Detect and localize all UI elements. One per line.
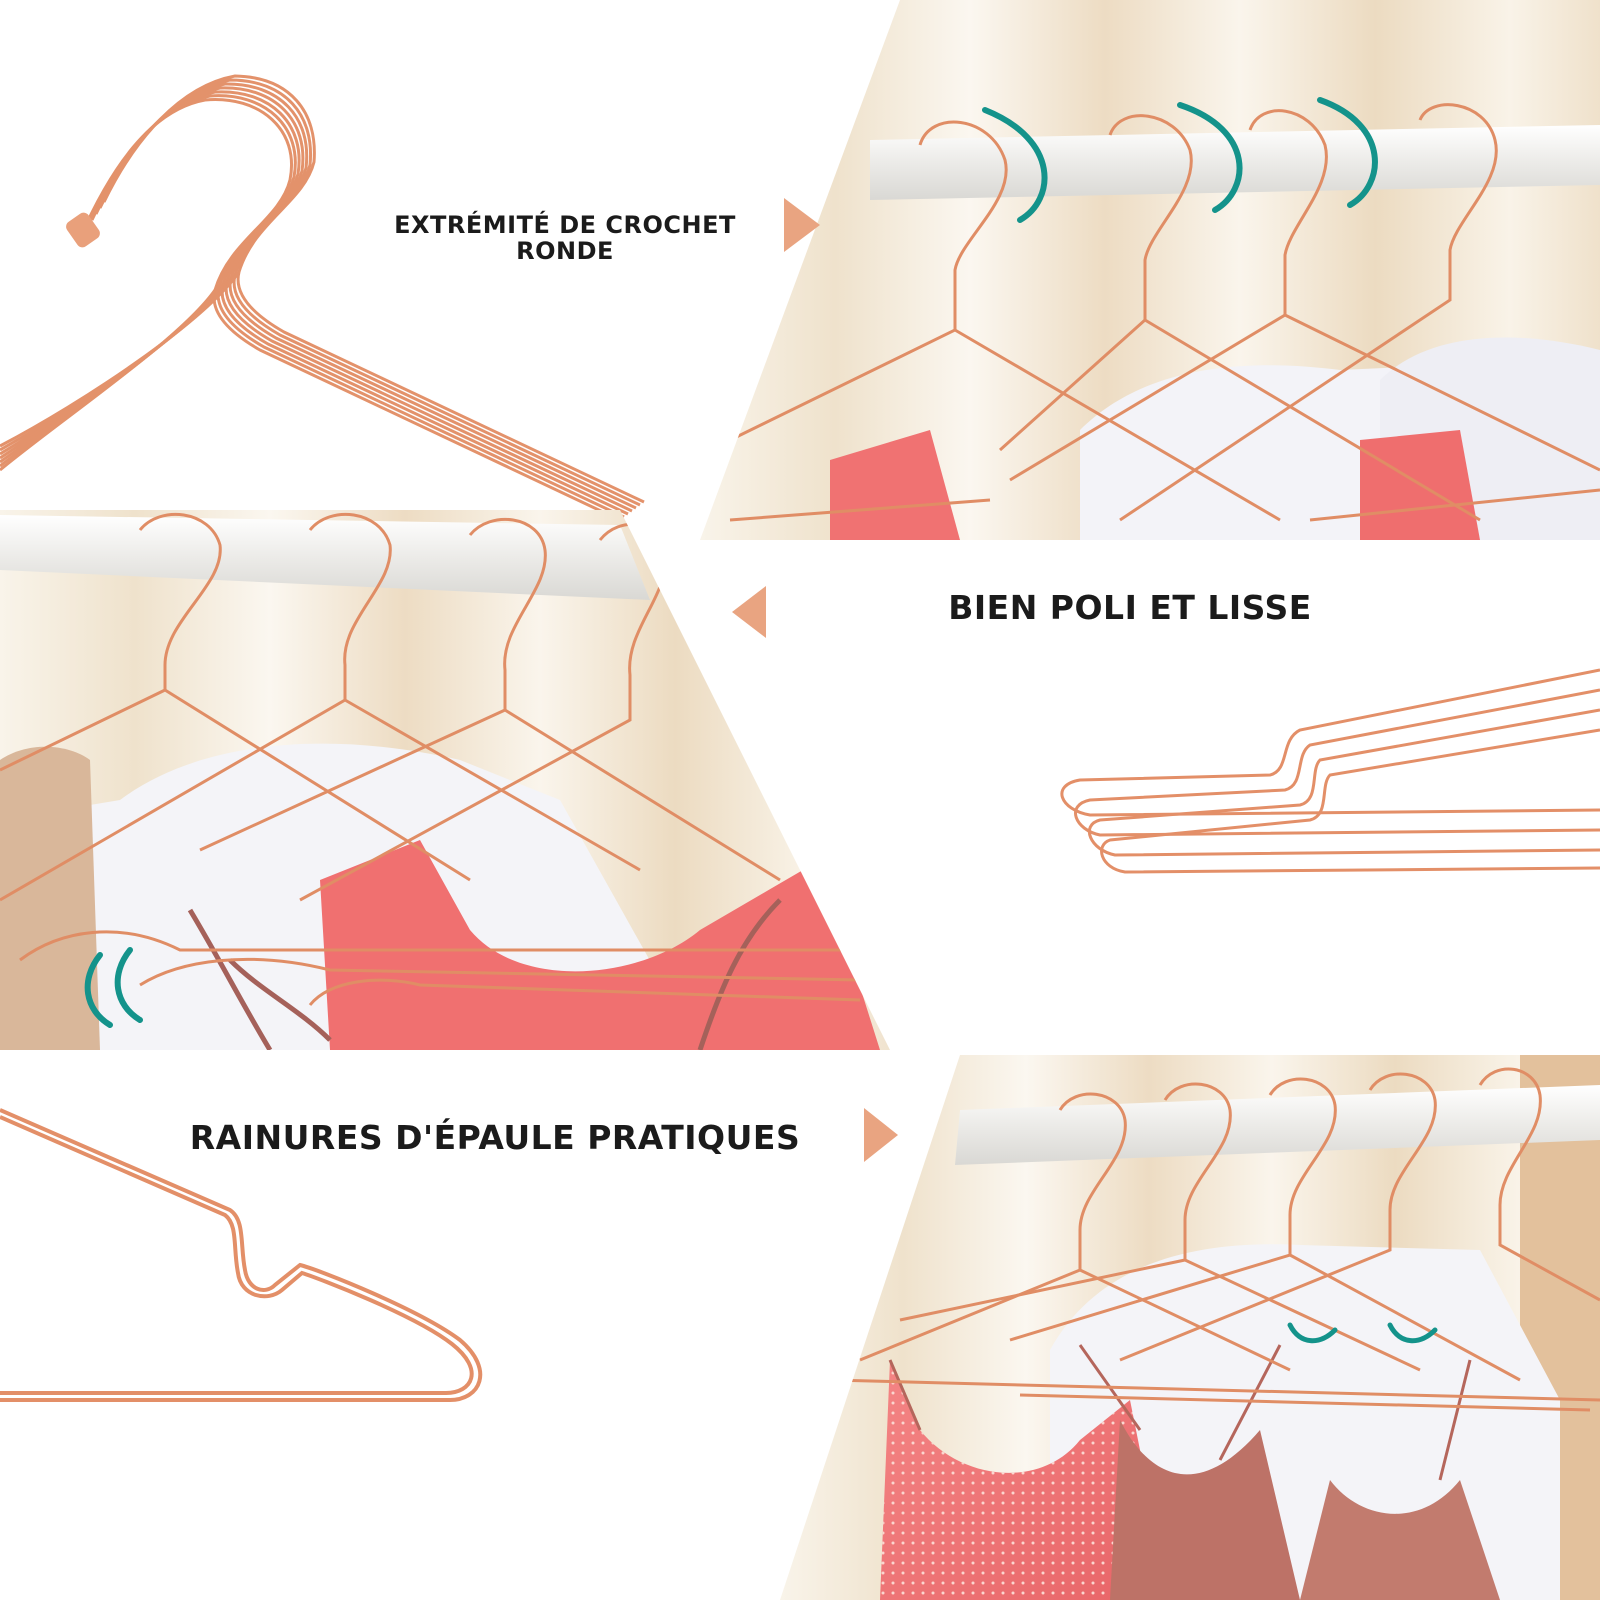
stacked-hangers-image <box>0 74 645 522</box>
smooth-hanger-image <box>1060 668 1600 874</box>
play-arrow-left-icon <box>732 586 766 638</box>
round-hook-label-line2: RONDE <box>516 237 614 265</box>
shoulder-groove-image <box>0 1108 483 1402</box>
round-hook-label-line1: EXTRÉMITÉ DE CROCHET <box>394 211 736 239</box>
play-arrow-right-icon <box>864 1108 898 1162</box>
polished-label: BIEN POLI ET LISSE <box>948 588 1312 627</box>
play-arrow-right-icon <box>784 198 820 252</box>
round-hook-label: EXTRÉMITÉ DE CROCHET RONDE <box>370 212 760 264</box>
shoulder-groove-label: RAINURES D'ÉPAULE PRATIQUES <box>189 1118 801 1157</box>
shoulder-groove-photo <box>780 1055 1600 1600</box>
round-hook-photo <box>700 0 1600 540</box>
